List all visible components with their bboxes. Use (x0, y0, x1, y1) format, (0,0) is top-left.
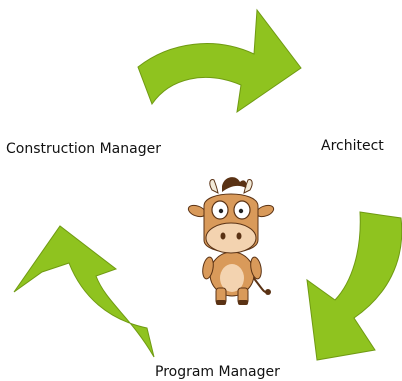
node-label-architect: Architect (321, 138, 384, 154)
node-label-program-manager: Program Manager (155, 364, 280, 380)
cow-mascot-image (187, 177, 275, 305)
arrow-right (306, 211, 402, 361)
node-label-construction-manager: Construction Manager (6, 141, 161, 157)
arrow-left (13, 225, 155, 358)
arrow-top (137, 8, 302, 114)
